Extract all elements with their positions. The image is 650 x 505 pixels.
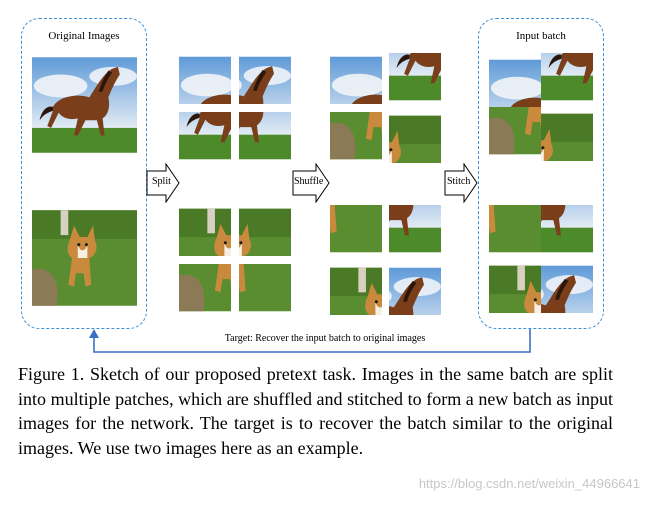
- panel-title-input: Input batch: [516, 30, 566, 42]
- panel-title-original: Original Images: [48, 30, 120, 42]
- target-arrow: [89, 329, 531, 353]
- shuffle-arrow: [292, 163, 330, 203]
- input-batch-panel: Input batch: [478, 18, 604, 329]
- stitch-label: Stitch: [447, 176, 471, 187]
- watermark: https://blog.csdn.net/weixin_44966641: [418, 476, 640, 491]
- split-arrow: [146, 163, 180, 203]
- target-label: Target: Recover the input batch to origi…: [224, 333, 426, 344]
- shuffle-label: Shuffle: [294, 176, 324, 187]
- figure-caption: Figure 1. Sketch of our proposed pretext…: [18, 364, 613, 458]
- split-label: Split: [152, 176, 171, 187]
- stitch-arrow: [444, 163, 478, 203]
